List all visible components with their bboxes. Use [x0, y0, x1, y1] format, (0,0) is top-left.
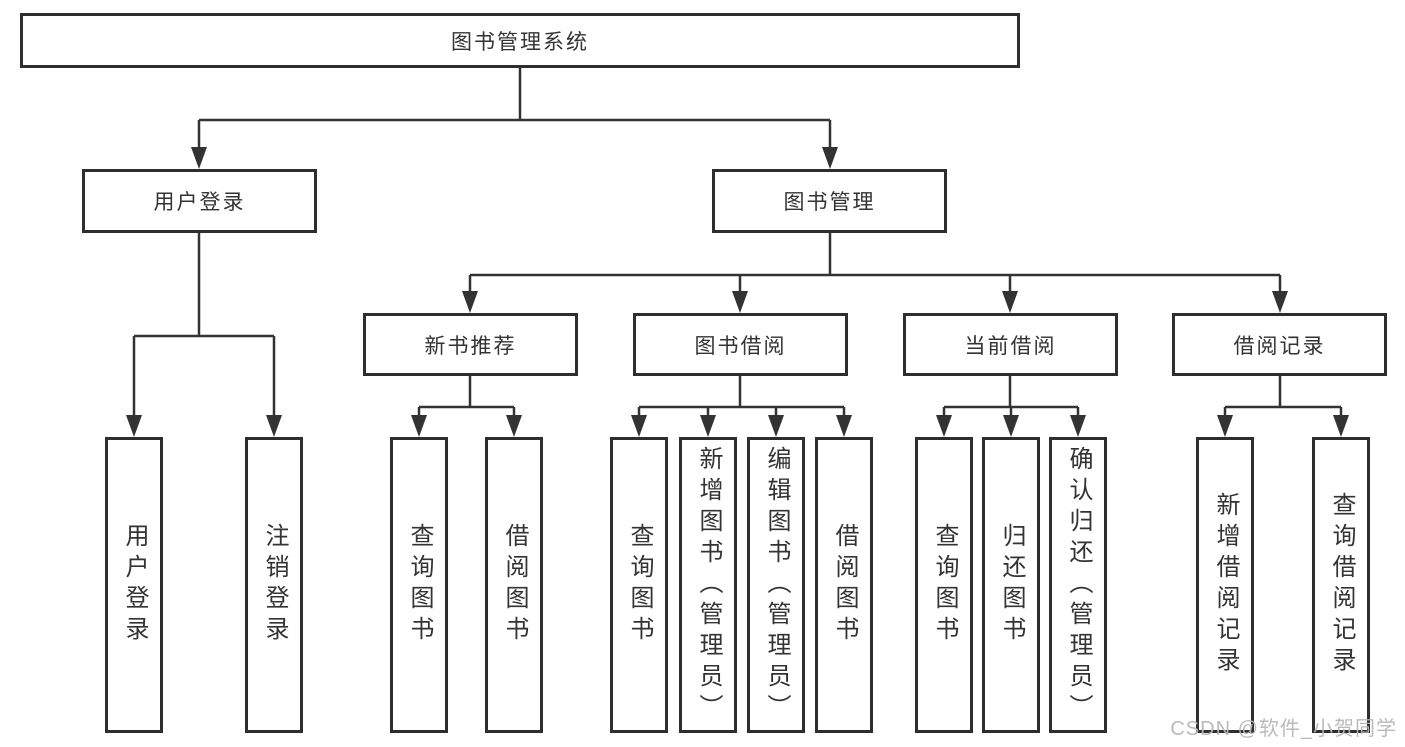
leaf-confirm-return-admin: 确认归还（管理员）: [1049, 437, 1107, 733]
node-current-borrow: 当前借阅: [903, 313, 1118, 376]
node-new-book-recommend: 新书推荐: [363, 313, 578, 376]
node-library-management-system: 图书管理系统: [20, 13, 1020, 68]
node-borrow-records: 借阅记录: [1172, 313, 1387, 376]
leaf-add-borrow-record: 新增借阅记录: [1196, 437, 1254, 733]
leaf-user-login: 用户登录: [105, 437, 163, 733]
leaf-logout-login: 注销登录: [245, 437, 303, 733]
node-user-login: 用户登录: [82, 169, 317, 233]
leaf-borrow-books: 借阅图书: [815, 437, 873, 733]
node-book-management: 图书管理: [712, 169, 947, 233]
leaf-edit-book-admin: 编辑图书（管理员）: [747, 437, 805, 733]
watermark: CSDN @软件_小贺同学: [1170, 718, 1397, 740]
leaf-query-borrow-record: 查询借阅记录: [1312, 437, 1370, 733]
leaf-query-books-borrow: 查询图书: [610, 437, 668, 733]
leaf-return-book: 归还图书: [982, 437, 1040, 733]
leaf-borrow-books-recommend: 借阅图书: [485, 437, 543, 733]
node-book-borrow: 图书借阅: [633, 313, 848, 376]
leaf-query-books-recommend: 查询图书: [390, 437, 448, 733]
leaf-add-book-admin: 新增图书（管理员）: [679, 437, 737, 733]
leaf-query-books-current: 查询图书: [915, 437, 973, 733]
